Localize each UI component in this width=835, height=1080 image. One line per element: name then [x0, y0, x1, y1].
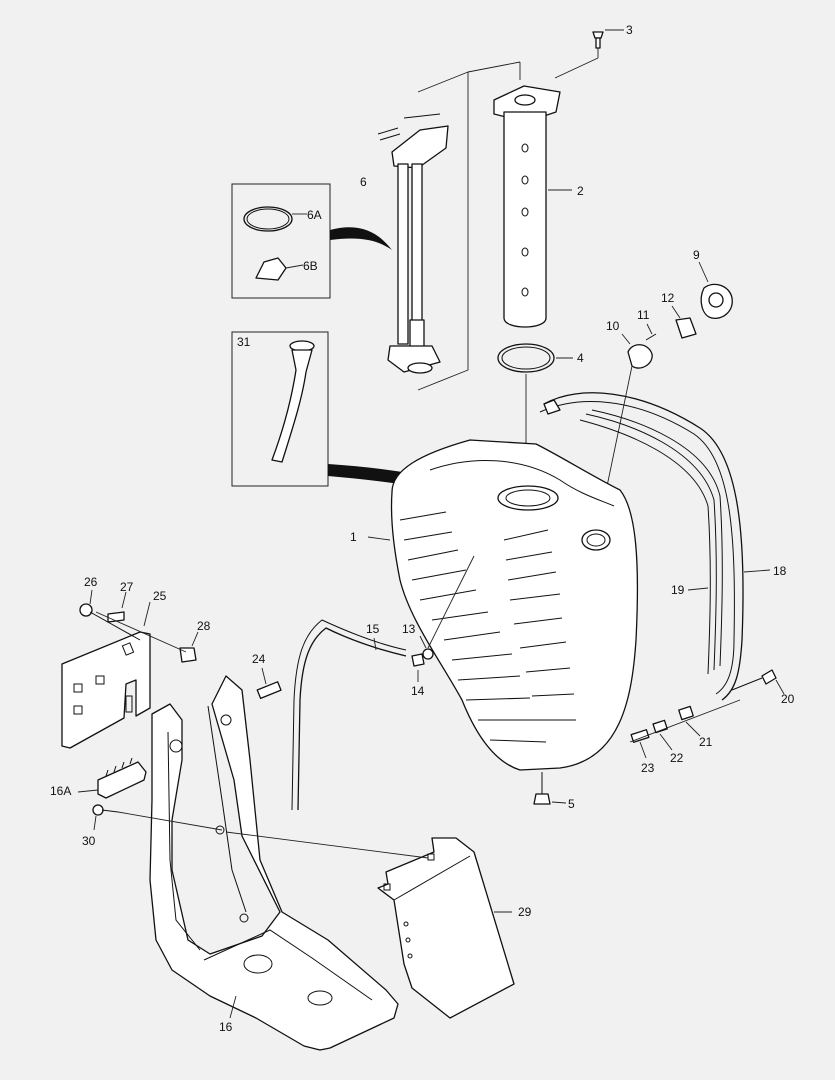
sender-leader-frame [417, 71, 469, 391]
tube-leader [467, 61, 521, 80]
callout-11: 11 [637, 308, 650, 322]
bolt-30[interactable] [92, 804, 119, 816]
callout-12: 12 [661, 291, 675, 305]
callout-22: 22 [670, 751, 684, 765]
filler-neck-31[interactable] [271, 340, 315, 463]
callout-14: 14 [411, 684, 425, 698]
callout-10: 10 [606, 319, 620, 333]
strainer-tube-2[interactable] [493, 85, 561, 328]
bracket-cover-29[interactable] [377, 837, 515, 1019]
gasket-4[interactable] [497, 343, 555, 373]
callout-29: 29 [518, 905, 532, 919]
fuel-line-15[interactable] [291, 619, 407, 811]
stud-24[interactable] [256, 681, 282, 700]
callout-25: 25 [153, 589, 167, 603]
spacer-21[interactable] [678, 705, 694, 721]
pin-23[interactable] [630, 729, 650, 743]
callout-24: 24 [252, 652, 266, 666]
grommet-6b[interactable] [255, 257, 287, 281]
bolt-20[interactable] [731, 669, 777, 691]
inset-box-6a-6b [231, 183, 331, 299]
callout-13: 13 [402, 622, 416, 636]
callout-18: 18 [773, 564, 787, 578]
callout-15: 15 [366, 622, 380, 636]
callout-6b: 6B [303, 259, 318, 273]
ring-10[interactable] [627, 344, 653, 369]
callout-26: 26 [84, 575, 98, 589]
callout-5: 5 [568, 797, 575, 811]
callout-3: 3 [626, 23, 633, 37]
screw-11[interactable] [645, 333, 657, 341]
callout-9: 9 [693, 248, 700, 262]
fuel-level-sender[interactable] [377, 113, 449, 374]
drain-plug-5[interactable] [533, 772, 551, 805]
callout-20: 20 [781, 692, 795, 706]
callout-23: 23 [641, 761, 655, 775]
callout-2: 2 [577, 184, 584, 198]
pad-19[interactable] [579, 409, 723, 675]
callout-31: 31 [237, 335, 251, 349]
callout-21: 21 [699, 735, 713, 749]
fuel-cap-9[interactable] [700, 283, 733, 319]
adapter-12[interactable] [675, 317, 697, 339]
clamp-14[interactable] [411, 653, 425, 667]
tank-strap-18[interactable] [539, 392, 744, 701]
fuel-tank-1[interactable] [390, 439, 639, 771]
callout-16: 16 [219, 1020, 233, 1034]
tank-support-bracket-16[interactable] [149, 675, 399, 1051]
callout-6a: 6A [307, 208, 322, 222]
callout-1: 1 [350, 530, 357, 544]
callout-6: 6 [360, 175, 367, 189]
screw-3[interactable] [592, 31, 604, 49]
callout-30: 30 [82, 834, 96, 848]
inset-arrow-6 [330, 227, 392, 250]
plate-25[interactable] [61, 631, 151, 749]
inset-arrow-31 [328, 464, 596, 542]
o-ring-6a[interactable] [243, 206, 293, 232]
callout-27: 27 [120, 580, 134, 594]
callout-4: 4 [577, 351, 584, 365]
callout-19: 19 [671, 583, 685, 597]
clamp-16a[interactable] [97, 757, 147, 799]
callout-16a: 16A [50, 784, 71, 798]
fitting-13[interactable] [422, 648, 434, 660]
bolt-26[interactable] [79, 603, 141, 641]
callout-28: 28 [197, 619, 211, 633]
inset-box-31 [231, 331, 329, 487]
